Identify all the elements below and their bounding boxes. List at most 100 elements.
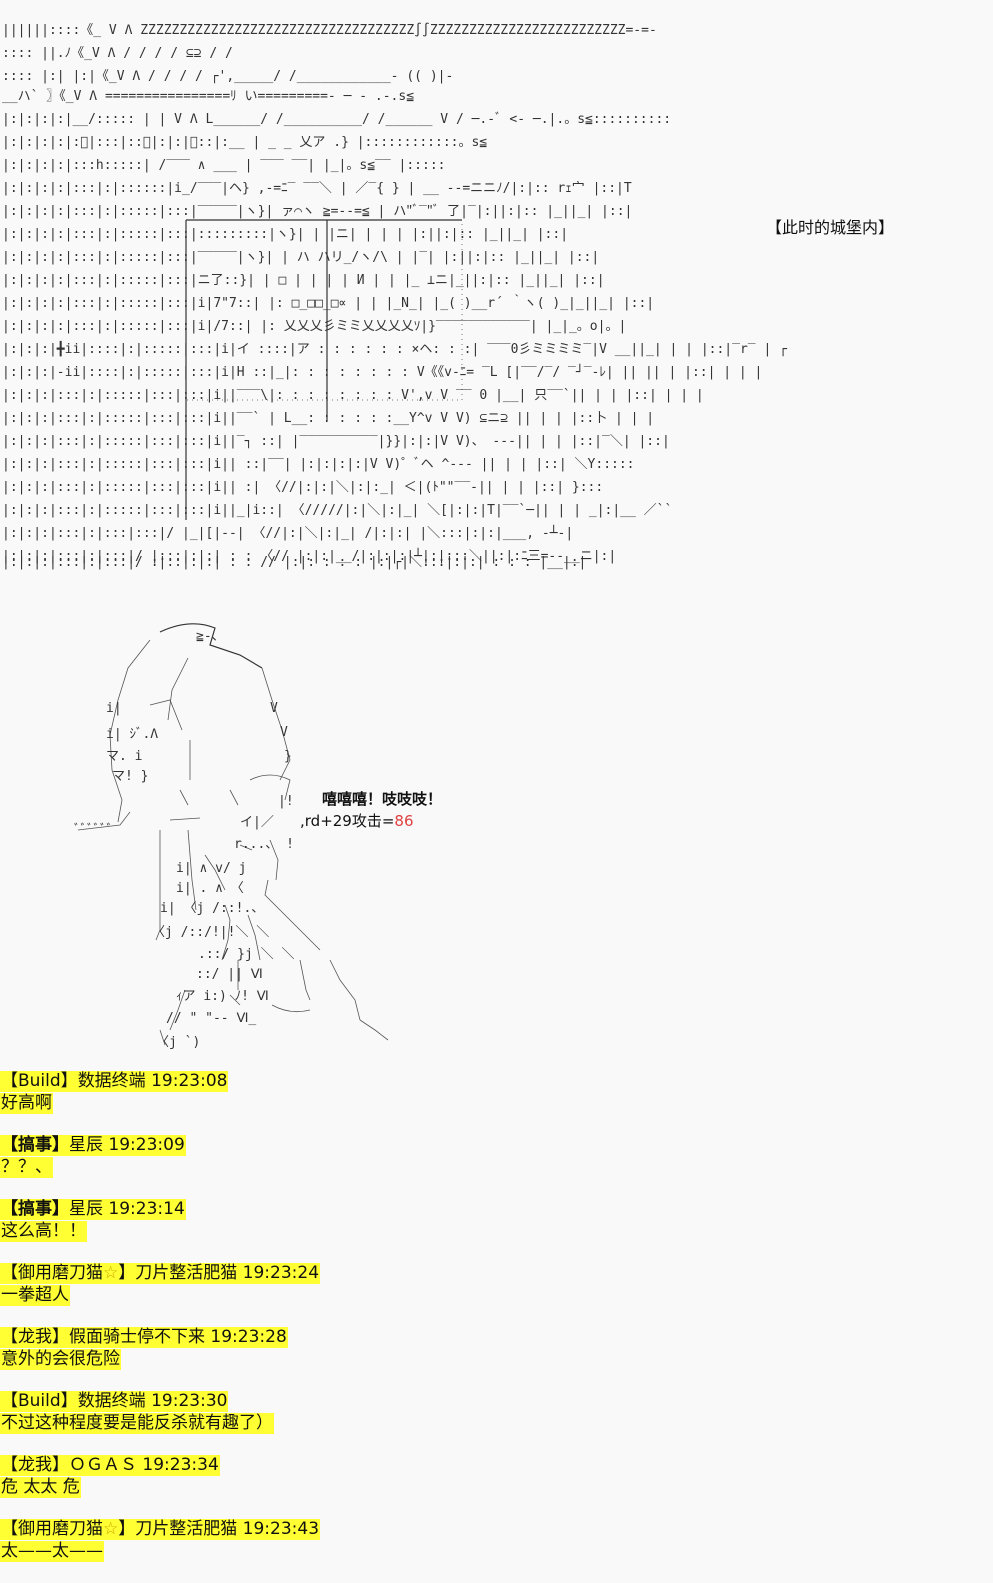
chat-message-header: 【搞事】星辰 19:23:09 bbox=[0, 1135, 186, 1156]
castle-scene: ||||||::::《_ V Λ ZZZZZZZZZZZZZZZZZZZZZZZ… bbox=[2, 22, 787, 570]
chat-message: 【搞事】星辰 19:23:14 这么高！！ bbox=[0, 1199, 700, 1263]
castle-caption: 【此时的城堡内】 bbox=[766, 218, 895, 237]
svg-text:|:|:|:|:::|:|:::::|:::|:::|i||: |:|:|:|:::|:|:::::|:::|:::|i|| ::|‾‾| |:… bbox=[2, 457, 635, 472]
chat-message-username: 数据终端 bbox=[77, 1071, 146, 1091]
chat-message-username: ＯＧＡＳ bbox=[69, 1455, 137, 1475]
attack-roll-value: 86 bbox=[394, 812, 414, 830]
chat-message: 【龙我】ＯＧＡＳ 19:23:34 危 太太 危 bbox=[0, 1455, 700, 1519]
svg-text:|:|:|:|:::|:|:::::|:::|:::|i||: |:|:|:|:::|:|:::::|:::|:::|i||_|i::| 〈//… bbox=[2, 503, 672, 518]
svg-text:|:|:|:|:::|:|:::::|:::|:::|i||: |:|:|:|:::|:|:::::|:::|:::|i|| :| 〈//|:|… bbox=[2, 480, 603, 495]
svg-text:|:|:|:|:|:::|:|:::::|:::|‾‾‾‾‾: |:|:|:|:|:::|:|:::::|:::|‾‾‾‾‾|ヽ}| | ハ ハ… bbox=[2, 250, 599, 265]
chat-message: 【搞事】星辰 19:23:09 ？？、 bbox=[0, 1135, 700, 1199]
svg-text:i|: i| bbox=[106, 701, 122, 716]
chat-message-tag-end: 】 bbox=[118, 1519, 136, 1539]
chat-message-time: 19:23:34 bbox=[142, 1455, 219, 1475]
chat-message-time: 19:23:30 bbox=[151, 1391, 228, 1411]
chat-message-tag: 【搞事】 bbox=[1, 1135, 69, 1155]
attack-roll-prefix: ,rd+29攻击= bbox=[300, 812, 395, 830]
svg-text:||||||::::《_ V Λ ZZZZZZZZZZZZZ: ||||||::::《_ V Λ ZZZZZZZZZZZZZZZZZZZZZZZ… bbox=[2, 22, 657, 38]
svg-text:|:|:|:|:|:::|:|:::::|:::|i|/7:: |:|:|:|:|:::|:|:::::|:::|i|/7::| |: 乂乂乂彡… bbox=[2, 319, 626, 334]
star-icon: ☆ bbox=[103, 1263, 119, 1283]
chat-message-header: 【搞事】星辰 19:23:14 bbox=[0, 1199, 186, 1220]
chat-message-text: 意外的会很危险 bbox=[0, 1349, 121, 1370]
svg-text:|:|:|:|╋ii|::::|:|:::::|:::|i|: |:|:|:|╋ii|::::|:|:::::|:::|i|イ ::::|ア :… bbox=[2, 340, 787, 357]
chat-message-tag: 【Build】 bbox=[1, 1391, 78, 1411]
svg-text:|:|:|:|:|__/::::: | | V Λ L___: |:|:|:|:|__/::::: | | V Λ L______/ /____… bbox=[2, 112, 671, 127]
chat-message-header: 【御用磨刀猫☆】刀片整活肥猫 19:23:24 bbox=[0, 1263, 321, 1284]
chat-message-username: 星辰 bbox=[69, 1199, 103, 1219]
svg-text:::/ || Ⅵ: ::/ || Ⅵ bbox=[196, 967, 263, 982]
chat-message-header: 【龙我】ＯＧＡＳ 19:23:34 bbox=[0, 1455, 220, 1476]
svg-text:.::/ }j ＼ ＼: .::/ }j ＼ ＼ bbox=[198, 947, 294, 962]
chat-log: 【Build】数据终端 19:23:08 好高啊 【搞事】星辰 19:23:09… bbox=[0, 1071, 700, 1583]
svg-text:i| ∧ v/ j: i| ∧ v/ j bbox=[176, 861, 246, 876]
svg-text:|!: |! bbox=[278, 794, 294, 809]
svg-text:|:|:|:|:::|:|:::::|:::|:::|i||: |:|:|:|:::|:|:::::|:::|:::|i||‾‾` | L__:… bbox=[2, 411, 654, 426]
svg-text:}: } bbox=[284, 749, 292, 764]
chat-message-text: 太——太—— bbox=[0, 1541, 104, 1562]
svg-text:|:|:|:|-ii|::::|:|:::::|:::|i|: |:|:|:|-ii|::::|:|:::::|:::|i|H ::|_|: :… bbox=[2, 363, 762, 380]
svg-text:マ! }: マ! } bbox=[112, 769, 148, 784]
chat-message-username: 数据终端 bbox=[77, 1391, 146, 1411]
chat-message-tag: 【龙我】 bbox=[1, 1327, 69, 1347]
chat-message-header: 【龙我】假面骑士停不下来 19:23:28 bbox=[0, 1327, 288, 1348]
chat-message-text: 一拳超人 bbox=[0, 1285, 70, 1306]
svg-text:イ|／: イ|／ bbox=[240, 815, 274, 830]
chat-message-text: 好高啊 bbox=[0, 1093, 53, 1114]
chat-message-time: 19:23:43 bbox=[242, 1519, 320, 1539]
svg-text:〈j /::/!|!＼ ＼: 〈j /::/!|!＼ ＼ bbox=[152, 925, 269, 940]
svg-text:i| ｼﾞ.Λ: i| ｼﾞ.Λ bbox=[106, 727, 158, 742]
chat-message-text: ？？、 bbox=[0, 1157, 53, 1178]
svg-text:|:|:|:|:::|:|:::::|:::|:::|i||: |:|:|:|:::|:|:::::|:::|:::|i||‾‾‾\|: : :… bbox=[2, 388, 704, 403]
chat-message-username: 刀片整活肥猫 bbox=[135, 1263, 238, 1283]
svg-text:V: V bbox=[270, 701, 278, 716]
attack-roll: ,rd+29攻击=86 bbox=[300, 811, 414, 831]
svg-text:マ. i: マ. i bbox=[106, 749, 142, 764]
svg-text:≧‐、: ≧‐、 bbox=[196, 629, 225, 644]
svg-text:ｨア i:) ﾉ! Ⅵ: ｨア i:) ﾉ! Ⅵ bbox=[176, 989, 269, 1004]
svg-text:|:|:|:|:|:::|:|:::::|:::|‾‾‾‾‾: |:|:|:|:|:::|:|:::::|:::|‾‾‾‾‾|ヽ}| ァ⌒ヽ ≧… bbox=[2, 204, 632, 219]
svg-text:i| . ∧ 〈: i| . ∧ 〈 bbox=[176, 881, 244, 896]
chat-message-time: 19:23:14 bbox=[108, 1199, 185, 1219]
chat-message-tag: 【搞事】 bbox=[1, 1199, 69, 1219]
chat-message-username: 刀片整活肥猫 bbox=[135, 1519, 238, 1539]
svg-text:__ハ` 〗《_V Λ ================ﾘ: __ハ` 〗《_V Λ ================ﾘ い=========… bbox=[2, 89, 414, 104]
star-icon: ☆ bbox=[103, 1519, 119, 1539]
svg-text:|:|:|:|:::|:|:::|/ :|::|:|:|: |:|:|:|:::|:|:::|/ :|::|:|:| : : // |:|:… bbox=[2, 555, 586, 570]
svg-text:// " "‐‐ Ⅵ_: // " "‐‐ Ⅵ_ bbox=[166, 1011, 256, 1026]
chat-message-time: 19:23:09 bbox=[108, 1135, 185, 1155]
chat-message-header: 【御用磨刀猫☆】刀片整活肥猫 19:23:43 bbox=[0, 1519, 321, 1540]
chat-message-text: 这么高！！ bbox=[0, 1221, 87, 1242]
svg-text::::: |:| |:|《_V Λ / /: :::: |:| |:|《_V Λ / / / / ┌'‚_____/ /___… bbox=[2, 69, 453, 84]
svg-text:|:|:|:|:|:ﾞ|:::|::＼|:|:|ﾞ::|:_: |:|:|:|:|:ﾞ|:::|::＼|:|:|ﾞ::|:__ | _ _ 乂ア… bbox=[2, 135, 487, 150]
creature-shout: 嘻嘻嘻！吱吱吱！ bbox=[322, 790, 443, 808]
chat-message-time: 19:23:24 bbox=[242, 1263, 320, 1283]
chat-message-username: 星辰 bbox=[69, 1135, 103, 1155]
svg-text:|:|:|:|:|:::|:|:::::|:::|ニ了::}: |:|:|:|:|:::|:|:::::|:::|ニ了::}| | □ | | … bbox=[2, 273, 605, 288]
chat-message-tag: 【Build】 bbox=[1, 1071, 78, 1091]
chat-message-username: 假面骑士停不下来 bbox=[69, 1327, 205, 1347]
chat-message: 【Build】数据终端 19:23:30 不过这种程度要是能反杀就有趣了） bbox=[0, 1391, 700, 1455]
chat-message-header: 【Build】数据终端 19:23:08 bbox=[0, 1071, 229, 1092]
svg-text::::: ||.ﾉ《_V Λ /: :::: ||.ﾉ《_V Λ / / / / ⊆⊇ / / bbox=[2, 46, 233, 61]
chat-message-text: 不过这种程度要是能反杀就有趣了） bbox=[0, 1413, 274, 1434]
chat-message-tag: 【御用磨刀猫 bbox=[1, 1519, 103, 1539]
creature-figure: i| i| ｼﾞ.Λ マ. i マ! } V V } |! イ|／ r...、 … bbox=[74, 623, 389, 1050]
chat-message-time: 19:23:08 bbox=[151, 1071, 228, 1091]
chat-message-tag-end: 】 bbox=[118, 1263, 136, 1283]
chat-message: 【龙我】假面骑士停不下来 19:23:28 意外的会很危险 bbox=[0, 1327, 700, 1391]
svg-text:|:|:|:|:|:::h:::::| /‾‾‾ ∧: |:|:|:|:|:::h:::::| /‾‾‾ ∧ ___ | ‾‾‾ ‾‾|… bbox=[2, 158, 445, 173]
svg-text:|:|:|:|:|:::|:|:::::|:::|:::::: |:|:|:|:|:::|:|:::::|:::|:::::::::|ヽ}| |… bbox=[2, 227, 568, 242]
svg-text:|:|:|:|:::|:|:::|/ |:::|:|:|: |:|:|:|:::|:|:::|/ |:::|:|:| : : 〈// |:|… bbox=[2, 547, 616, 564]
svg-text:|:|:|:|:::|:|:::::|:::|:::|i||: |:|:|:|:::|:|:::::|:::|:::|i||‾┐ ::| |‾‾… bbox=[2, 434, 670, 449]
chat-message: 【Build】数据终端 19:23:08 好高啊 bbox=[0, 1071, 700, 1135]
svg-text:V: V bbox=[280, 725, 288, 740]
chat-message-tag: 【御用磨刀猫 bbox=[1, 1263, 103, 1283]
chat-message-header: 【Build】数据终端 19:23:30 bbox=[0, 1391, 229, 1412]
svg-text:r...、 !: r...、 ! bbox=[234, 837, 294, 852]
svg-text:ﾞﾞﾞﾞﾞﾞ: ﾞﾞﾞﾞﾞﾞ bbox=[74, 823, 113, 838]
chat-message: 【御用磨刀猫☆】刀片整活肥猫 19:23:24 一拳超人 bbox=[0, 1263, 700, 1327]
svg-text:|:|:|:|:::|:|:::|:::|/ |_|[|-‐: |:|:|:|:::|:|:::|:::|/ |_|[|-‐| 〈//|:|＼|… bbox=[2, 524, 573, 541]
svg-text:〈j: 〈j `) bbox=[156, 1035, 200, 1050]
